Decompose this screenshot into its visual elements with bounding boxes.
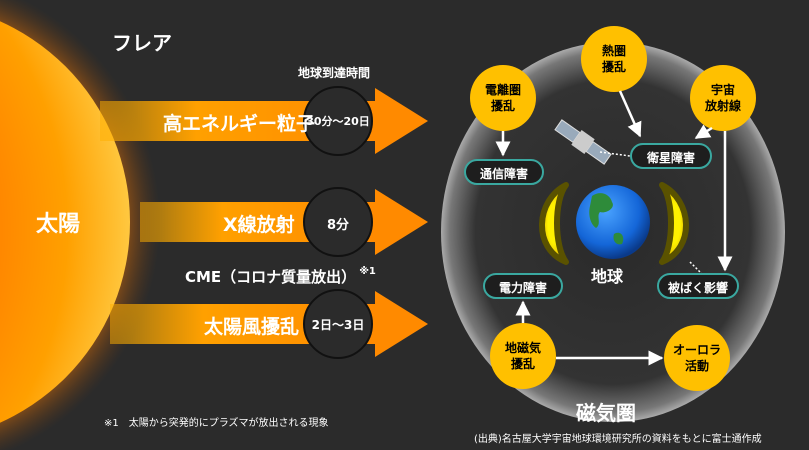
time-circle-solar-wind bbox=[303, 289, 373, 359]
cause-circle-cosmic-rays bbox=[690, 65, 756, 131]
satellite-icon bbox=[554, 119, 612, 165]
effect-power: 電力障害 bbox=[498, 281, 547, 295]
effect-badge-radiation bbox=[657, 273, 739, 299]
cause-ionosphere: 電離圏 擾乱 bbox=[484, 83, 521, 113]
earth-landmass bbox=[589, 193, 624, 245]
cause-circle-ionosphere bbox=[470, 65, 536, 131]
cme-label: CME（コロナ質量放出）※1 bbox=[185, 266, 376, 287]
cme-note-mark: ※1 bbox=[359, 266, 376, 277]
sun-disc bbox=[0, 21, 130, 423]
arrival-label-solar-wind: 太陽風擾乱 bbox=[204, 316, 300, 338]
effect-badge-power bbox=[483, 273, 563, 299]
earth-globe bbox=[576, 185, 650, 259]
effect-aurora: オーロラ 活動 bbox=[672, 343, 721, 373]
footnote: ※1 太陽から突発的にプラズマが放出される現象 bbox=[104, 418, 329, 429]
arrival-label-particles: 高エネルギー粒子 bbox=[163, 113, 316, 135]
cause-cosmic-rays: 宇宙 放射線 bbox=[704, 83, 741, 113]
magnetosphere-title: 磁気圏 bbox=[576, 401, 636, 425]
arrival-label-xray: X線放射 bbox=[223, 214, 295, 236]
earth-label: 地球 bbox=[591, 267, 624, 286]
arrival-time-solar-wind: 2日～3日 bbox=[311, 318, 365, 332]
effect-badge-communication bbox=[464, 159, 544, 185]
time-circle-xray bbox=[303, 187, 373, 257]
effect-circle-aurora bbox=[664, 325, 730, 391]
arrival-time-header: 地球到達時間 bbox=[298, 66, 371, 80]
arrival-time-particles: 30分～20日 bbox=[306, 115, 370, 128]
effect-communication: 通信障害 bbox=[479, 167, 528, 181]
arrival-time-xray: 8分 bbox=[326, 218, 350, 233]
effect-radiation-exposure: 被ばく影響 bbox=[667, 281, 728, 295]
radiation-belt-left bbox=[539, 182, 569, 265]
cause-thermosphere: 熱圏 擾乱 bbox=[601, 44, 626, 74]
cause-circle-geomagnetic bbox=[490, 323, 556, 389]
flare-label: フレア bbox=[112, 31, 172, 55]
cme-label-text: CME（コロナ質量放出） bbox=[185, 268, 357, 286]
effect-badge-satellite bbox=[630, 143, 712, 169]
source-credit: (出典)名古屋大学宇宙地球環境研究所の資料をもとに富士通作成 bbox=[474, 434, 762, 445]
cause-circle-thermosphere bbox=[581, 26, 647, 92]
cause-geomagnetic: 地磁気 擾乱 bbox=[504, 341, 541, 371]
time-circle-particles bbox=[303, 86, 373, 156]
radiation-belt-right bbox=[659, 182, 689, 265]
sun-label: 太陽 bbox=[36, 212, 81, 237]
effect-satellite: 衛星障害 bbox=[646, 151, 695, 165]
